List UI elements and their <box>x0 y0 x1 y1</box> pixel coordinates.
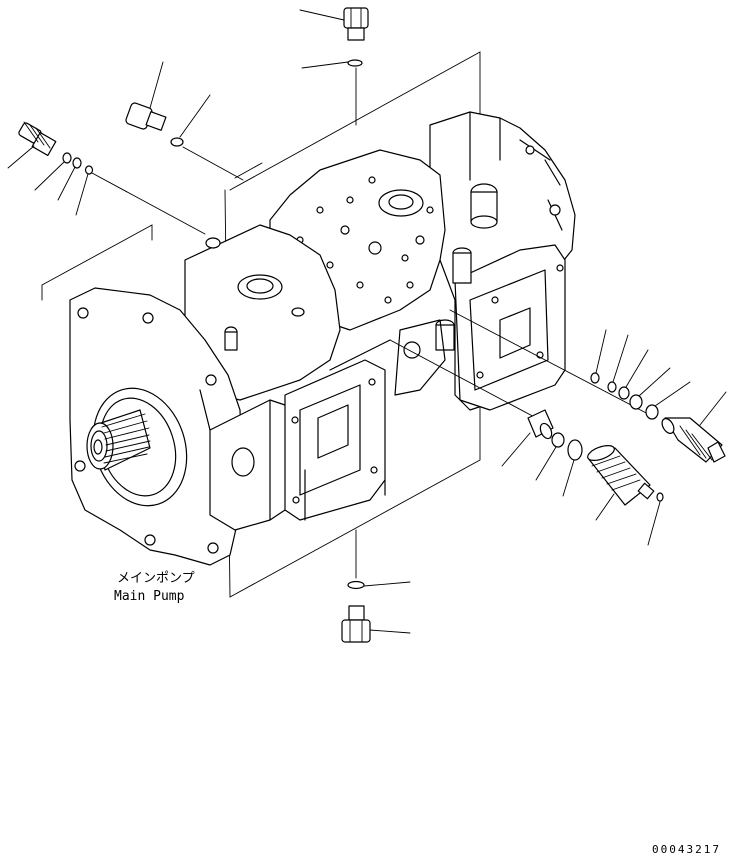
right-cartridge-leader <box>595 493 615 521</box>
bracket-upper-left <box>41 224 153 286</box>
far-right-ring-b-leader <box>612 334 629 383</box>
far-right-ring-c-leader <box>625 349 649 388</box>
right-axis-line-b <box>449 309 651 416</box>
right-cartridge <box>587 445 655 506</box>
part-label-en: Main Pump <box>114 589 185 604</box>
bottom-plug-leader <box>369 629 411 634</box>
far-right-ring-a <box>590 372 600 384</box>
left-ring-b-leader <box>57 166 76 201</box>
left-ring-a <box>62 152 72 164</box>
main-pump-body <box>69 111 576 566</box>
far-right-ring-e <box>645 404 659 420</box>
bracket-short-a <box>234 162 263 179</box>
far-right-fitting <box>661 417 726 463</box>
right-small-ring-leader <box>647 501 661 546</box>
left-ring-a-leader <box>34 161 65 191</box>
top-plug-leader <box>299 9 345 21</box>
far-right-ring-a-leader <box>595 329 607 374</box>
right-valve-body <box>527 409 554 440</box>
left-ring-b <box>72 157 82 169</box>
far-right-ring-b <box>607 381 617 393</box>
upper-left-axis-line <box>182 146 244 181</box>
upper-left-o-ring <box>170 137 184 147</box>
right-small-ring <box>656 492 664 502</box>
left-ring-c-leader <box>75 173 89 216</box>
right-o-ring-large-leader <box>562 459 575 497</box>
far-right-fitting-leader <box>699 391 727 426</box>
right-axis-line <box>389 339 541 421</box>
top-plug <box>343 7 369 41</box>
bottom-plug <box>341 605 371 643</box>
left-axis-line <box>91 172 206 235</box>
far-right-ring-c <box>618 386 630 400</box>
bottom-o-ring-leader <box>363 581 411 587</box>
upper-left-plug <box>125 102 167 131</box>
right-valve-body-leader <box>501 432 531 467</box>
top-o-ring-leader <box>301 61 349 69</box>
upper-left-plug-leader <box>149 61 164 109</box>
left-fitting-leader <box>7 145 35 169</box>
upper-left-o-ring-leader <box>179 94 211 138</box>
left-fitting <box>18 121 57 157</box>
right-washer <box>551 432 565 448</box>
far-right-ring-d-leader <box>638 367 671 397</box>
part-label-jp: メインポンプ <box>117 571 195 586</box>
far-right-ring-d <box>629 394 643 410</box>
right-washer-leader <box>535 446 557 481</box>
top-o-ring <box>347 59 363 67</box>
drawing-number: 00043217 <box>652 843 721 856</box>
right-o-ring-large <box>567 439 583 461</box>
left-ring-c <box>84 165 94 175</box>
far-right-ring-e-leader <box>654 381 691 407</box>
bottom-o-ring <box>347 580 365 590</box>
